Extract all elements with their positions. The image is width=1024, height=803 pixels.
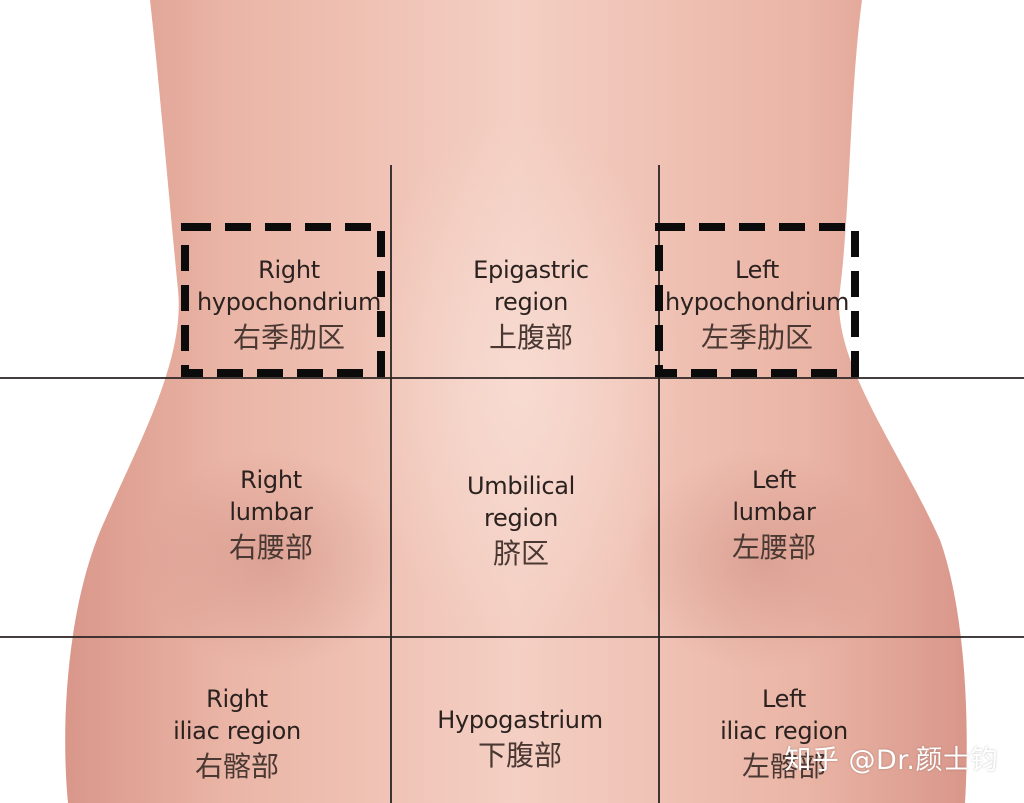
region-label-zh: 左髂部 (741, 750, 826, 783)
region-hypogastrium: Hypogastrium 下腹部 (437, 704, 603, 776)
region-right-iliac: Right iliac region 右髂部 (173, 683, 301, 787)
region-label-en: iliac region (720, 717, 848, 745)
region-label-zh: 右腰部 (228, 531, 314, 564)
region-umbilical: Umbilical region 脐区 (467, 470, 575, 574)
region-label-en: region (493, 288, 569, 316)
region-label-en: Hypogastrium (437, 706, 603, 734)
region-label-zh: 右髂部 (194, 750, 279, 783)
highlight-box-right-hypochondrium (181, 223, 385, 377)
region-left-lumbar: Left lumbar 左腰部 (732, 464, 816, 568)
region-label-zh: 左季肋区 (700, 321, 813, 354)
left-hip-shade (630, 450, 890, 670)
region-left-hypochondrium: Left hypochondrium 左季肋区 (665, 254, 849, 358)
region-label-zh: 左腰部 (731, 531, 817, 564)
region-label-en: lumbar (732, 498, 816, 526)
region-label-en: Right (240, 466, 302, 494)
watermark-text: 知乎 @Dr.颜士钧 (784, 745, 998, 776)
region-label-zh: 右季肋区 (232, 321, 345, 354)
region-label-en: Left (735, 256, 779, 284)
region-label-en: Left (752, 466, 796, 494)
region-label-zh: 上腹部 (488, 321, 573, 354)
region-label-en: hypochondrium (196, 288, 382, 316)
right-hip-shade (140, 450, 400, 670)
center-highlight (290, 40, 750, 800)
region-label-en: Left (762, 685, 806, 713)
region-label-en: region (483, 504, 559, 532)
region-label-en: iliac region (173, 717, 301, 745)
region-epigastric: Epigastric region 上腹部 (473, 254, 589, 358)
region-label-en: Umbilical (466, 472, 576, 500)
region-label-en: Epigastric (473, 256, 589, 284)
region-label-en: hypochondrium (664, 288, 850, 316)
region-label-zh: 脐区 (492, 537, 549, 570)
region-label-en: lumbar (229, 498, 313, 526)
region-label-en: Right (206, 685, 268, 713)
region-left-iliac: Left iliac region 左髂部 (720, 683, 848, 787)
region-right-hypochondrium: Right hypochondrium 右季肋区 (197, 254, 381, 358)
region-label-zh: 下腹部 (477, 739, 562, 772)
highlight-box-left-hypochondrium (655, 223, 859, 377)
region-label-en: Right (258, 256, 320, 284)
region-right-lumbar: Right lumbar 右腰部 (229, 464, 313, 568)
